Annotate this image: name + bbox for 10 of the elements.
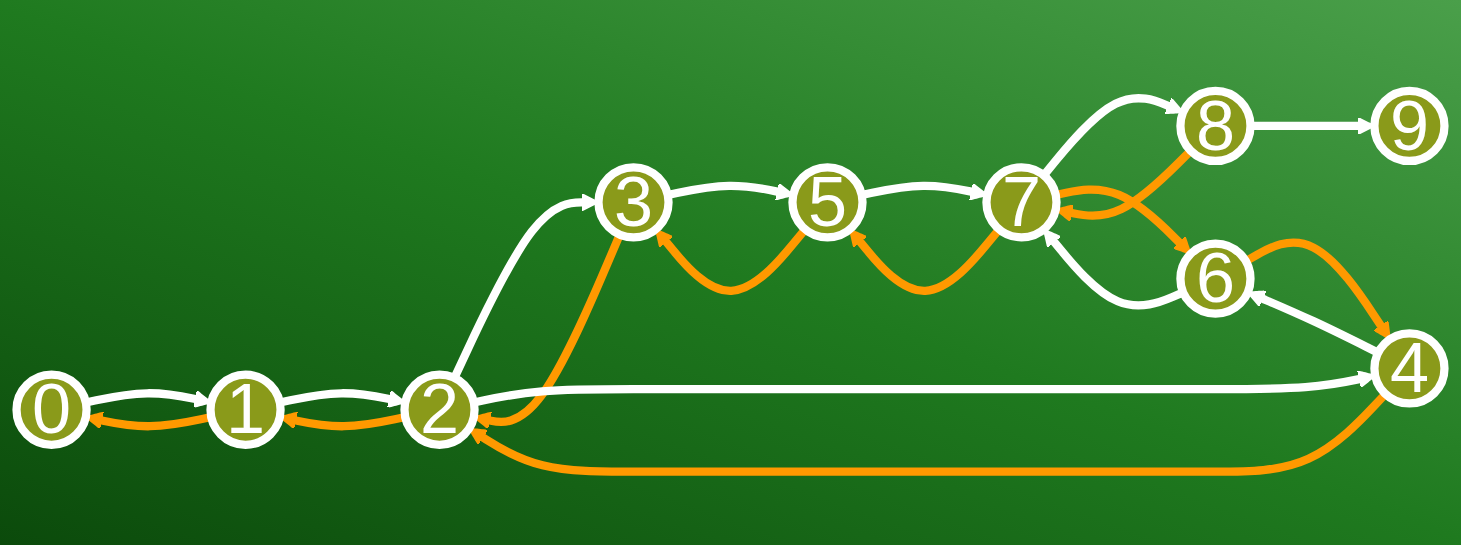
node-circle: 0	[12, 370, 91, 449]
node-circle: 7	[982, 163, 1061, 242]
node-circle: 1	[206, 370, 285, 449]
node-circle: 3	[594, 163, 673, 242]
node-circle: 8	[1176, 86, 1255, 166]
node-circle: 9	[1370, 86, 1449, 166]
node-circle: 2	[400, 370, 479, 449]
node-circle: 6	[1176, 239, 1255, 318]
node-circle: 4	[1370, 329, 1449, 408]
node-circle: 5	[788, 163, 867, 242]
